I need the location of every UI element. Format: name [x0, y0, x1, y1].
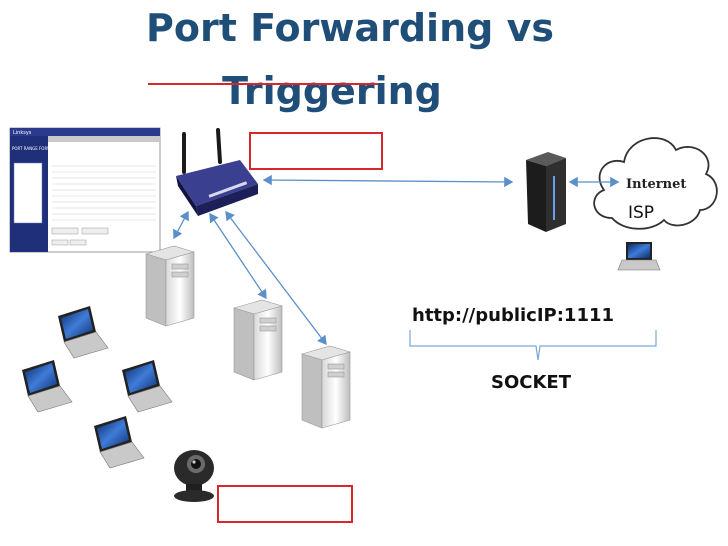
- cloud-icon: Internet: [593, 137, 718, 230]
- redbox-bottom: [217, 485, 353, 523]
- redbox-top: [249, 132, 383, 170]
- router-icon: [176, 128, 258, 216]
- socket-brace: [409, 330, 657, 361]
- arrow-router-server2: [209, 212, 267, 300]
- arrow-router-server3: [225, 210, 327, 346]
- modem-icon: [526, 152, 566, 232]
- arrow-router-modem: [262, 174, 514, 188]
- server-icon: [232, 299, 284, 381]
- socket-label: SOCKET: [491, 372, 571, 393]
- server-icon: [300, 345, 352, 429]
- screenshot-thumbnail: Linksys PORT RANGE FORWARDING: [9, 127, 161, 253]
- isp-label: ISP: [628, 203, 655, 223]
- thumbnail-brand: Linksys: [13, 130, 32, 136]
- laptop-icon: [122, 360, 173, 413]
- laptop-icon: [58, 306, 109, 359]
- laptop-icon: [617, 242, 661, 271]
- laptop-icon: [94, 416, 145, 469]
- arrow-router-server1: [173, 210, 189, 240]
- laptop-icon: [22, 360, 73, 413]
- webcam-icon: [174, 450, 214, 502]
- url-label: http://publicIP:1111: [412, 305, 615, 326]
- server-icon: [144, 245, 196, 327]
- slide-title-line1: Port Forwarding vs: [146, 6, 554, 50]
- slide-title-line2: Triggering: [222, 69, 442, 113]
- cloud-label: Internet: [626, 177, 686, 192]
- thumbnail-panel-title: PORT RANGE FORWARDING: [12, 146, 67, 151]
